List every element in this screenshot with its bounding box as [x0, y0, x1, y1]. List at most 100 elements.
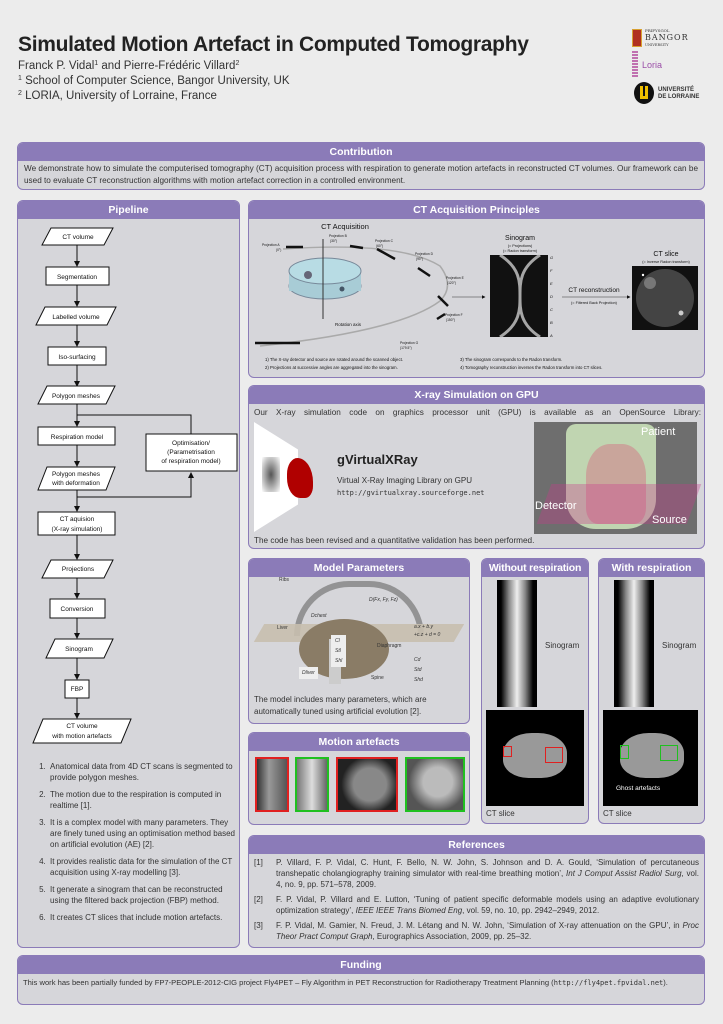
sinogram-label: Sinogram — [545, 641, 580, 650]
model-text: The model includes many parameters, whic… — [254, 695, 427, 716]
with-title: With respiration — [599, 559, 704, 577]
sino-tick: E — [550, 281, 553, 286]
sinogram-label: Sinogram — [505, 235, 535, 242]
projection-angle: (90°) — [416, 257, 423, 261]
node-respiration-model — [37, 426, 116, 446]
model-panel: Model Parameters Ribs D(Fx, Fy, Fz) Dche… — [248, 558, 470, 724]
logos: PRIFYSGOL BANGOR UNIVERSITY Loria UNIVER… — [632, 29, 708, 107]
with-respiration-panel: With respiration Sinogram Ghost artefact… — [598, 558, 705, 824]
dragon-model-icon — [287, 458, 313, 498]
author-2-sup: 2 — [235, 60, 240, 67]
artefact-crop-4 — [405, 757, 465, 812]
node-ct-motion — [32, 718, 132, 744]
node-conversion — [49, 598, 106, 619]
node-label: CT volume — [62, 234, 94, 241]
patient-label: Patient — [641, 426, 676, 438]
node-label: (X-ray simulation) — [52, 526, 103, 533]
node-ct-acquisition — [37, 511, 116, 536]
patient-render-image: Patient Detector Source — [534, 422, 702, 534]
node-label: Projections — [62, 566, 95, 573]
sinogram-image — [614, 580, 654, 707]
sinogram-image — [497, 580, 537, 707]
reference-item: [2]F. P. Vidal, P. Villard and E. Lutton… — [254, 895, 699, 915]
node-optimisation — [145, 433, 238, 472]
reference-item: [3]F. P. Vidal, M. Gamier, N. Freud, J. … — [254, 921, 699, 941]
step-item: It generate a sinogram that can be recon… — [48, 884, 236, 906]
ct-slice-image — [486, 710, 584, 806]
step-item: It is a complex model with many paramete… — [48, 817, 236, 850]
step-item: It creates CT slices that include motion… — [48, 912, 236, 923]
author-1-sup: 1 — [94, 60, 99, 67]
funding-text: This work has been partially funded by F… — [23, 978, 668, 987]
node-label: Conversion — [61, 606, 94, 613]
node-polygon-meshes — [37, 385, 116, 405]
sinogram-sub2: (= Radon transform) — [503, 249, 538, 253]
bangor-logo-line3: UNIVERSITY — [645, 43, 669, 47]
ct-principles-panel: CT Acquisition Principles CT Acquisition… — [248, 200, 705, 378]
svg-text:4) Tomography reconstruction i: 4) Tomography reconstruction inverses th… — [460, 365, 602, 370]
node-sinogram — [45, 638, 114, 659]
artefact-crop-2 — [295, 757, 329, 812]
step-item: The motion due to the respiration is com… — [48, 789, 236, 811]
xray-footer: The code has been revised and a quantita… — [254, 536, 535, 545]
ghost-artefacts-label: Ghost artefacts — [616, 785, 661, 792]
node-label: of respiration model) — [161, 458, 220, 465]
artefact-crop-1 — [255, 757, 289, 812]
sino-tick: C — [550, 307, 553, 312]
sino-tick: A — [549, 333, 553, 338]
ct-slice-label: CT slice — [603, 809, 632, 818]
node-label: Sinogram — [65, 646, 93, 653]
svg-text:2) Projections at successive a: 2) Projections at successive angles are … — [265, 365, 398, 370]
ct-slice-label: CT slice — [486, 809, 515, 818]
bangor-logo-line1: PRIFYSGOL — [645, 28, 670, 33]
node-segmentation — [45, 266, 110, 286]
ct-slice-image: Ghost artefacts — [603, 710, 698, 806]
affiliation-2: 2 LORIA, University of Lorraine, France — [18, 90, 217, 103]
aff-1-text: School of Computer Science, Bangor Unive… — [25, 75, 290, 87]
projection-label: Projection C — [375, 239, 394, 243]
without-respiration-panel: Without respiration Sinogram CT slice — [481, 558, 589, 824]
motion-title: Motion artefacts — [249, 733, 469, 751]
sinogram-label: Sinogram — [662, 641, 697, 650]
affiliation-1: 1 School of Computer Science, Bangor Uni… — [18, 75, 290, 88]
node-fbp — [64, 679, 90, 699]
node-label: CT aquision — [60, 516, 95, 523]
recon-label: CT reconstruction — [568, 287, 620, 294]
bangor-logo-line2: BANGOR — [645, 33, 689, 42]
references-list: [1]P. Villard, F. P. Vidal, C. Hunt, F. … — [249, 854, 704, 947]
poster-title: Simulated Motion Artefact in Computed To… — [18, 33, 529, 56]
node-polygon-deformation — [37, 466, 116, 491]
node-label: Respiration model — [51, 434, 104, 441]
projection-angle: (179.5°) — [400, 346, 412, 350]
lorraine-logo-icon — [634, 82, 654, 104]
projection-label: Projection B — [329, 234, 348, 238]
node-label: Optimisation/ — [172, 440, 210, 447]
ct-slice-label: CT slice — [653, 251, 678, 258]
recon-sub: (= Filtered Back Projection) — [571, 301, 618, 305]
projection-label: Projection F — [445, 313, 463, 317]
ct-slice-sub: (= Inverse Radon transform) — [642, 260, 690, 264]
funding-url[interactable]: http://fly4pet.fpvidal.net — [553, 979, 664, 987]
sinogram-sub1: (= Projections) — [508, 244, 533, 248]
motion-panel: Motion artefacts — [248, 732, 470, 825]
projection-angle: (120°) — [447, 281, 456, 285]
without-title: Without respiration — [482, 559, 588, 577]
bangor-crest-icon — [632, 29, 642, 47]
spine-label: Spine — [371, 675, 384, 681]
pipeline-title: Pipeline — [18, 201, 239, 219]
liver-label: Liver — [277, 625, 288, 631]
node-label: Labelled volume — [52, 314, 100, 321]
funding-panel: Funding This work has been partially fun… — [17, 955, 705, 1005]
xray-panel: X-ray Simulation on GPU Our X-ray simula… — [248, 385, 705, 549]
node-label: with deformation — [51, 480, 100, 487]
aff-2-text: LORIA, University of Lorraine, France — [25, 90, 217, 102]
xray-title: X-ray Simulation on GPU — [249, 386, 704, 404]
node-label: FBP — [71, 686, 84, 693]
library-url[interactable]: http://gvirtualxray.sourceforge.net — [337, 489, 485, 497]
authors: Franck P. Vidal1 and Pierre-Frédéric Vil… — [18, 60, 239, 73]
pipeline-flowchart: CT volume Segmentation Labelled volume I… — [32, 227, 238, 744]
node-labelled-volume — [35, 306, 117, 326]
